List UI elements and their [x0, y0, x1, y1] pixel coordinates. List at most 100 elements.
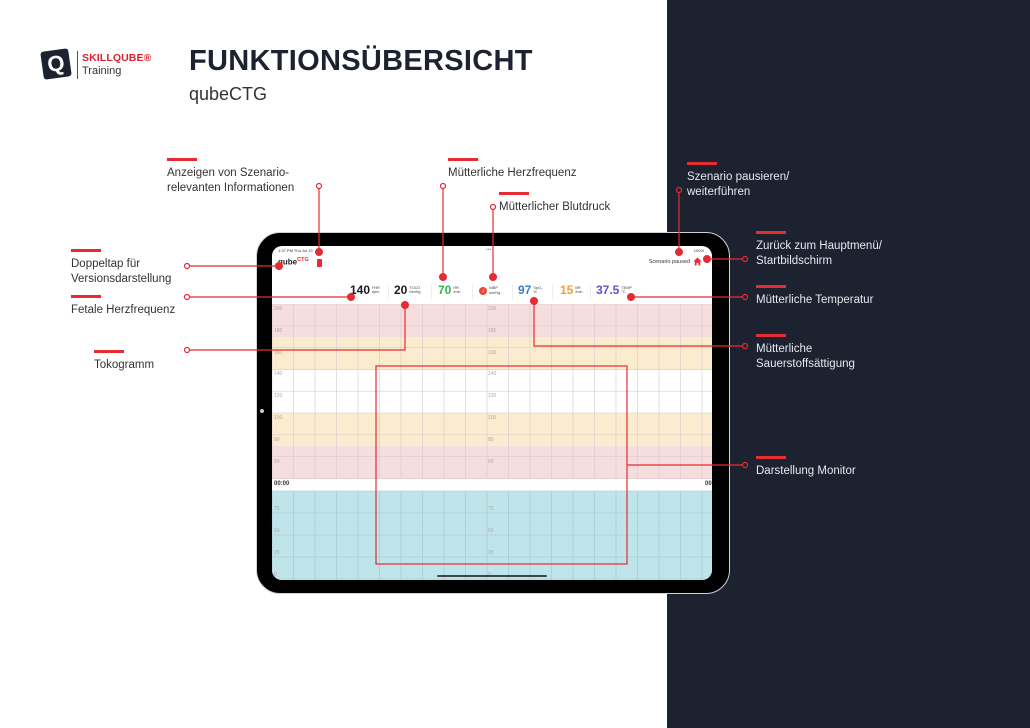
vital-separator — [472, 285, 473, 299]
label-accent-bar — [71, 249, 101, 252]
home-icon[interactable] — [693, 257, 702, 266]
label-line: Sauerstoffsättigung — [756, 357, 855, 370]
label-maternal-hr: Mütterliche Herzfrequenz — [448, 158, 576, 181]
status-time: 1:37 PM Thu Jul 13 — [278, 248, 313, 253]
label-line: Mütterlicher Blutdruck — [499, 200, 611, 213]
label-accent-bar — [756, 334, 786, 337]
label-fetal-hr: Fetale Herzfrequenz — [71, 295, 175, 318]
label-home: Zurück zum Hauptmenü/ Startbildschirm — [756, 231, 882, 269]
vital-separator — [552, 285, 553, 299]
vital-label: SpO₂ — [533, 285, 543, 290]
label-line: Tokogramm — [94, 358, 155, 371]
label-accent-bar — [756, 231, 786, 234]
label-line: Anzeigen von Szenario- — [167, 166, 290, 179]
axis-tick-label: 120 — [274, 393, 283, 400]
label-line: Darstellung Monitor — [756, 464, 856, 477]
axis-tick-label: 160 — [488, 349, 497, 356]
axis-tick-label: 140 — [488, 371, 497, 378]
label-version: Doppeltap für Versionsdarstellung — [71, 249, 171, 287]
logo-brand-text: SKILLQUBE® — [82, 52, 152, 64]
page-subtitle: qubeCTG — [189, 84, 268, 104]
label-accent-bar — [71, 295, 101, 298]
scenario-info-icon[interactable] — [317, 259, 322, 267]
vital-value: 37.5 — [596, 283, 620, 297]
label-pause: Szenario pausieren/ weiterführen — [687, 162, 789, 200]
label-line: Mütterliche Herzfrequenz — [448, 166, 577, 179]
logo-divider — [77, 51, 78, 79]
home-indicator[interactable] — [437, 575, 547, 577]
axis-tick-label: 75 — [274, 506, 280, 512]
label-accent-bar — [499, 192, 529, 195]
axis-tick-label: 180 — [488, 327, 497, 334]
label-line: Zurück zum Hauptmenü/ — [756, 239, 882, 252]
axis-tick-label: 180 — [274, 327, 283, 334]
vital-value: 20 — [394, 283, 408, 297]
vital-label: NIBP — [489, 286, 498, 290]
vital-temp[interactable]: 37.5 TEMP°C — [596, 283, 632, 297]
vital-label: HR — [453, 285, 459, 290]
vital-label: BR — [575, 285, 581, 290]
vital-separator — [512, 285, 513, 299]
vital-hr[interactable]: 70 HR/min — [438, 283, 461, 297]
axis-tick-label: 80 — [488, 436, 494, 443]
vital-separator — [388, 285, 389, 299]
vital-unit-text: bpm — [372, 290, 380, 294]
label-accent-bar — [687, 162, 717, 165]
skillqube-logo-icon: Q — [40, 48, 72, 80]
label-accent-bar — [94, 350, 124, 353]
page-title: FUNKTIONSÜBERSICHT — [189, 45, 533, 77]
time-label-right: 00 — [705, 481, 712, 487]
anchor-ring — [183, 293, 191, 301]
vital-unit-text: mmHg — [409, 290, 421, 294]
scenario-status-button[interactable]: Scenario paused — [648, 259, 690, 265]
label-line: Mütterliche Temperatur — [756, 293, 874, 306]
vital-separator — [431, 285, 432, 299]
label-line: Fetale Herzfrequenz — [71, 303, 176, 316]
vital-label: FHR — [372, 285, 380, 290]
label-monitor: Darstellung Monitor — [756, 456, 856, 479]
axis-tick-label: 100 — [274, 415, 283, 421]
label-accent-bar — [756, 285, 786, 288]
app-logo[interactable]: qubeCTG — [278, 257, 309, 267]
label-line: Mütterliche — [756, 342, 813, 355]
axis-tick-label: 60 — [274, 458, 280, 465]
vital-separator — [590, 285, 591, 299]
label-accent-bar — [448, 158, 478, 161]
label-toco: Tokogramm — [94, 350, 154, 373]
axis-tick-label: 160 — [274, 349, 283, 356]
logo-subtitle: Training — [82, 65, 122, 77]
axis-tick-label: 80 — [274, 436, 280, 443]
vital-unit: TEMP°C — [621, 286, 632, 295]
app-name: qube — [278, 257, 298, 267]
axis-tick-label: 200 — [488, 306, 497, 312]
axis-tick-label: 120 — [488, 393, 497, 400]
vital-unit: HR/min — [453, 286, 460, 295]
label-line: relevanten Informationen — [167, 181, 295, 194]
axis-tick-label: 0 — [274, 572, 277, 578]
app-name-sup: CTG — [297, 257, 309, 263]
label-spo2: Mütterliche Sauerstoffsättigung — [756, 334, 855, 372]
vital-unit-text: /min — [453, 290, 461, 294]
vital-unit-text: % — [533, 290, 537, 294]
label-line: Startbildschirm — [756, 254, 833, 267]
vital-br[interactable]: 15 BR/min — [560, 283, 583, 297]
vital-spo2[interactable]: 97 SpO₂% — [518, 283, 542, 297]
time-label: 00:00 — [274, 481, 290, 487]
vital-value: 15 — [560, 283, 574, 297]
nibp-measure-icon: ↓ — [479, 286, 487, 295]
axis-tick-label: 50 — [488, 528, 494, 534]
axis-tick-label: 25 — [488, 550, 494, 556]
label-temp: Mütterliche Temperatur — [756, 285, 873, 308]
label-line: weiterführen — [687, 185, 751, 198]
multitask-dots[interactable]: ••• — [486, 247, 492, 253]
vital-unit: BR/min — [575, 286, 582, 295]
vital-value: 97 — [518, 283, 532, 297]
